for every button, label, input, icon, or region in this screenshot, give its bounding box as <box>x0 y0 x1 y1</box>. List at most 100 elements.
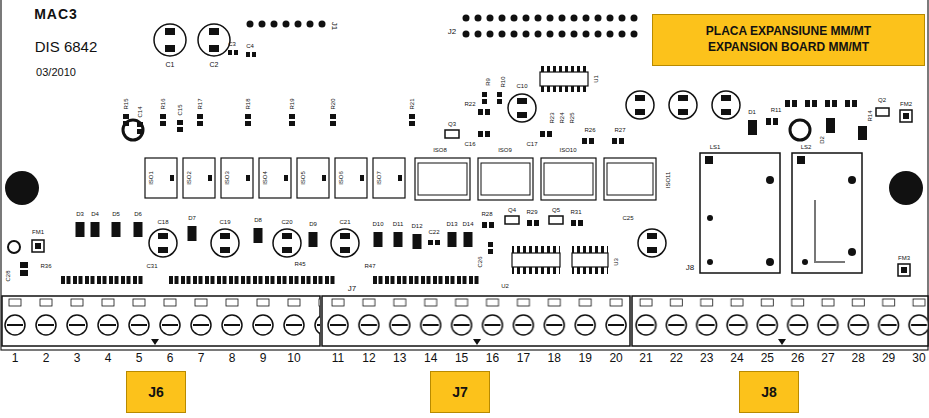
component-label: R16 <box>160 98 166 109</box>
terminal-number: 18 <box>548 352 561 364</box>
terminal-number: 17 <box>517 352 530 364</box>
component-label: D12 <box>411 223 422 229</box>
component-label: C25 <box>622 215 633 221</box>
component-label: C22 <box>428 229 439 235</box>
connector-tag: J6 <box>126 371 186 413</box>
terminal-number: 7 <box>198 352 205 364</box>
terminal-number: 14 <box>424 352 437 364</box>
terminal-number: 6 <box>167 352 174 364</box>
component-label: R9 <box>485 78 491 86</box>
component-label: R25 <box>569 112 575 123</box>
component-label: C3 <box>228 41 236 47</box>
component-label: J2 <box>448 28 456 36</box>
terminal-number: 23 <box>700 352 713 364</box>
component-label: LS1 <box>710 144 721 150</box>
node-text: EXPANSION BOARD MM/MT <box>708 40 869 56</box>
component-label: Q4 <box>508 207 516 213</box>
component-label: D5 <box>112 211 120 217</box>
component-label: C19 <box>219 219 230 225</box>
component-label: R14 <box>867 110 873 121</box>
component-label: ISO4 <box>262 171 268 185</box>
terminal-number: 3 <box>74 352 81 364</box>
title-banner: PLACA EXPANSIUNE MM/MTEXPANSION BOARD MM… <box>652 14 925 66</box>
terminal-number: 20 <box>609 352 622 364</box>
board-marking: DIS 6842 <box>35 39 98 54</box>
component-label: C21 <box>339 219 350 225</box>
component-label: ISO9 <box>498 147 512 153</box>
component-label: C28 <box>5 270 11 281</box>
component-label: U3 <box>613 258 619 266</box>
component-label: R24 <box>559 112 565 123</box>
component-label: C16 <box>464 141 475 147</box>
component-label: ISO6 <box>338 171 344 185</box>
terminal-number: 4 <box>105 352 112 364</box>
component-label: R20 <box>330 98 336 109</box>
component-label: C20 <box>281 219 292 225</box>
terminal-number: 16 <box>486 352 499 364</box>
component-label: D11 <box>393 221 404 227</box>
component-label: LS2 <box>801 144 812 150</box>
terminal-number: 5 <box>136 352 143 364</box>
component-label: U1 <box>593 75 599 83</box>
component-label: C10 <box>516 83 527 89</box>
terminal-number: 27 <box>821 352 834 364</box>
component-label: ISO3 <box>224 171 230 185</box>
component-label: D8 <box>254 217 262 223</box>
node-text: J6 <box>148 383 164 401</box>
terminal-number: 25 <box>761 352 774 364</box>
component-label: D4 <box>91 211 99 217</box>
component-label: D7 <box>188 215 196 221</box>
component-label: C2 <box>210 61 219 68</box>
component-label: C18 <box>157 219 168 225</box>
component-label: C26 <box>477 256 483 267</box>
component-label: ISO1 <box>148 171 154 185</box>
board-marking: MAC3 <box>34 7 78 21</box>
component-label: R17 <box>197 98 203 109</box>
component-label: ISO10 <box>559 147 576 153</box>
component-label: R28 <box>481 211 492 217</box>
terminal-number: 8 <box>229 352 236 364</box>
component-label: R36 <box>40 263 51 269</box>
component-label: ISO8 <box>433 147 447 153</box>
terminal-number: 28 <box>852 352 865 364</box>
component-label: D2 <box>819 136 825 144</box>
component-label: ISO5 <box>300 171 306 185</box>
terminal-number: 2 <box>43 352 50 364</box>
component-label: R11 <box>771 107 782 113</box>
component-label: R18 <box>245 98 251 109</box>
terminal-number: 9 <box>260 352 267 364</box>
component-label: Q2 <box>878 97 886 103</box>
component-label: C1 <box>166 61 175 68</box>
component-label: R29 <box>526 209 537 215</box>
component-label: R21 <box>409 98 415 109</box>
component-label: R19 <box>289 98 295 109</box>
component-label: D1 <box>748 109 756 115</box>
terminal-number: 24 <box>730 352 743 364</box>
terminal-number: 21 <box>639 352 652 364</box>
component-label: ISO11 <box>665 172 671 189</box>
node-text: PLACA EXPANSIUNE MM/MT <box>706 24 871 40</box>
component-label: ISO2 <box>186 171 192 185</box>
component-label: J1 <box>330 22 338 30</box>
terminal-number: 10 <box>287 352 300 364</box>
terminal-number: 11 <box>332 352 344 364</box>
component-label: C15 <box>177 104 183 115</box>
terminal-number: 13 <box>393 352 406 364</box>
component-label: D3 <box>76 211 84 217</box>
component-label: R26 <box>584 127 595 133</box>
component-label: R15 <box>123 98 129 109</box>
component-label: J7 <box>348 285 356 293</box>
component-label: C4 <box>246 43 254 49</box>
component-label: R23 <box>549 112 555 123</box>
component-label: R10 <box>500 76 506 87</box>
terminal-number: 22 <box>670 352 683 364</box>
component-label: C31 <box>146 263 157 269</box>
node-text: J7 <box>452 383 468 401</box>
component-label: Q5 <box>552 207 560 213</box>
terminal-number: 30 <box>912 352 925 364</box>
component-label: R31 <box>570 209 581 215</box>
component-label: J8 <box>686 264 694 272</box>
component-label: Q3 <box>448 121 456 127</box>
component-label: U2 <box>501 283 509 289</box>
